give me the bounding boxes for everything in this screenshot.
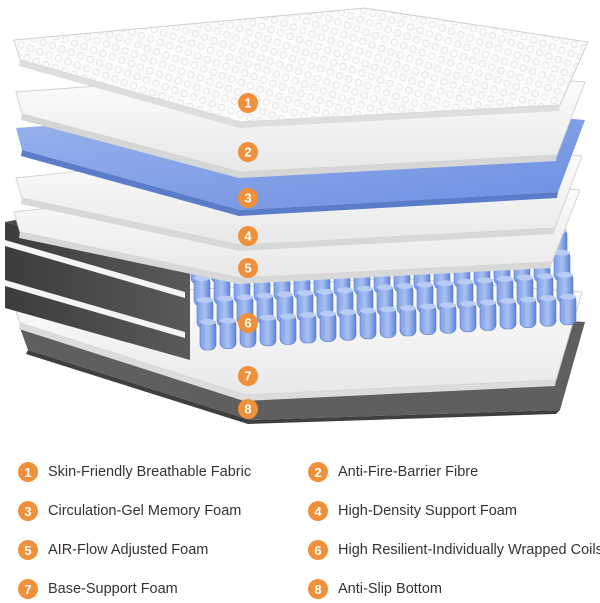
number-badge-icon: 5 [18,540,38,560]
legend-label: AIR-Flow Adjusted Foam [48,542,209,558]
legend-item-3: 3 Circulation-Gel Memory Foam [18,497,241,525]
svg-text:5: 5 [244,261,251,276]
legend-label: High Resilient-Individually Wrapped Coil… [338,542,600,558]
badge-2-icon: 2 [238,142,258,162]
number-badge-icon: 3 [18,501,38,521]
legend-item-8: 8 Anti-Slip Bottom [308,575,442,603]
badge-5-icon: 5 [238,258,258,278]
badge-1-icon: 1 [238,93,258,113]
layer-legend: 1 Skin-Friendly Breathable Fabric 2 Anti… [0,430,600,600]
svg-text:6: 6 [244,316,251,331]
legend-label: Circulation-Gel Memory Foam [48,503,242,519]
legend-label: High-Density Support Foam [338,503,517,519]
legend-item-1: 1 Skin-Friendly Breathable Fabric [18,458,251,486]
svg-text:2: 2 [244,145,251,160]
legend-item-6: 6 High Resilient-Individually Wrapped Co… [308,536,600,564]
legend-label: Skin-Friendly Breathable Fabric [48,464,252,480]
number-badge-icon: 6 [308,540,328,560]
legend-item-5: 5 AIR-Flow Adjusted Foam [18,536,208,564]
badge-7-icon: 7 [238,366,258,386]
number-badge-icon: 4 [308,501,328,521]
svg-text:7: 7 [244,369,251,384]
number-badge-icon: 8 [308,579,328,599]
svg-text:4: 4 [244,229,252,244]
legend-label: Anti-Fire-Barrier Fibre [338,464,479,480]
mattress-layers-illustration: 1 2 3 4 5 6 7 8 [5,7,589,424]
number-badge-icon: 7 [18,579,38,599]
svg-text:8: 8 [244,402,251,417]
legend-label: Base-Support Foam [48,581,178,597]
legend-item-4: 4 High-Density Support Foam [308,497,517,525]
legend-item-7: 7 Base-Support Foam [18,575,178,603]
badge-4-icon: 4 [238,226,258,246]
legend-label: Anti-Slip Bottom [338,581,442,597]
badge-6-icon: 6 [238,313,258,333]
legend-item-2: 2 Anti-Fire-Barrier Fibre [308,458,478,486]
number-badge-icon: 2 [308,462,328,482]
svg-text:1: 1 [244,96,251,111]
layer-1-breathable-fabric [13,7,589,128]
svg-text:3: 3 [244,191,251,206]
number-badge-icon: 1 [18,462,38,482]
badge-3-icon: 3 [238,188,258,208]
badge-8-icon: 8 [238,399,258,419]
layer-number-badges: 1 2 3 4 5 6 7 8 [238,93,258,419]
